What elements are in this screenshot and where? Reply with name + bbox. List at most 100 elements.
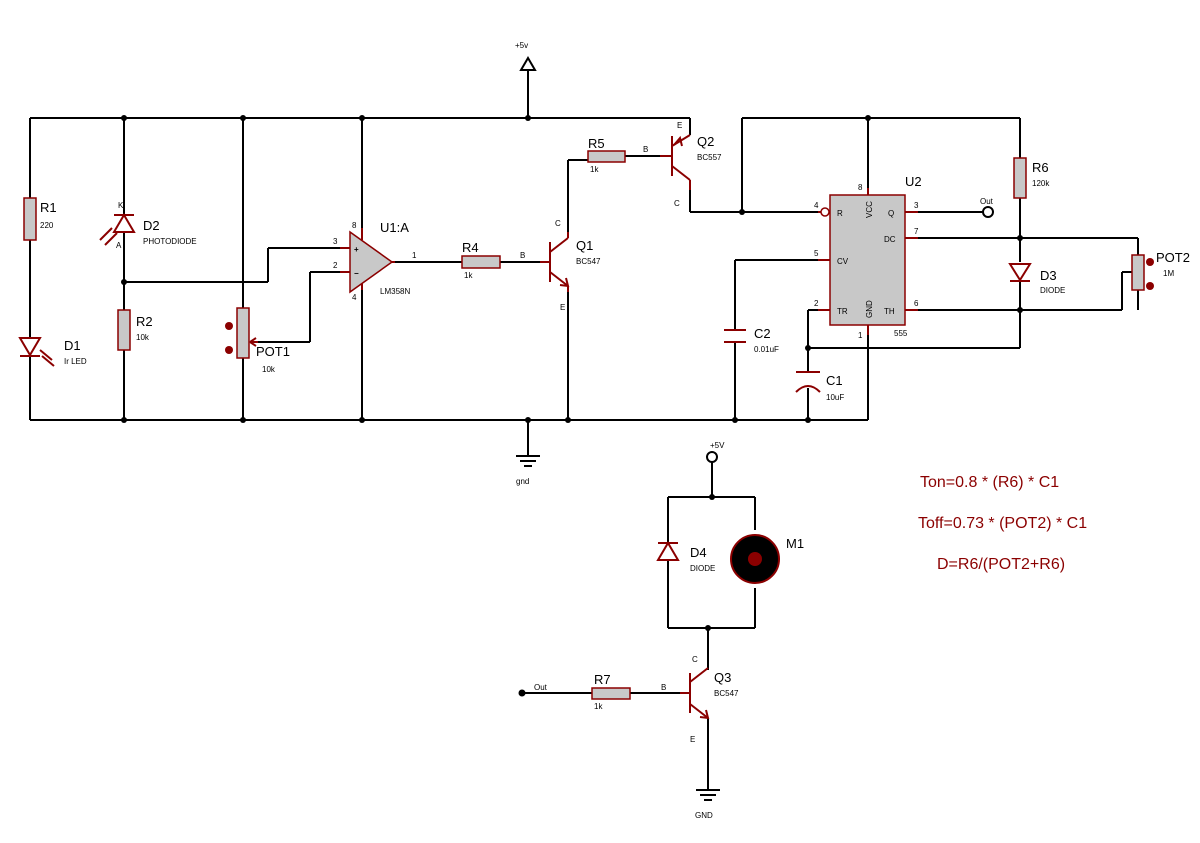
d4-value: DIODE	[690, 564, 715, 573]
pot2-value: 1M	[1163, 269, 1174, 278]
u1-value: LM358N	[380, 287, 410, 296]
u2-num-8: 8	[858, 183, 863, 192]
resistor-r4: R4 1k	[461, 240, 501, 280]
out-input-terminal: Out	[518, 683, 548, 697]
r4-value: 1k	[464, 271, 473, 280]
motor-supply-label: +5V	[710, 441, 725, 450]
d1-value: Ir LED	[64, 357, 87, 366]
transistor-q1: B C E Q1 BC547	[520, 219, 601, 312]
timer-ic-u2: R VCC Q DC CV TR GND TH 4 8 3 7 5 2 6 1 …	[814, 174, 922, 340]
u1-minus: −	[354, 269, 359, 278]
diode-d3: D3 DIODE	[1008, 263, 1065, 295]
r6-ref: R6	[1032, 160, 1049, 175]
u2-ref: U2	[905, 174, 922, 189]
r1-value: 220	[40, 221, 54, 230]
d2-pin-k: K	[118, 201, 124, 210]
u2-pin-r: R	[837, 209, 843, 218]
r4-ref: R4	[462, 240, 479, 255]
r2-ref: R2	[136, 314, 153, 329]
r7-value: 1k	[594, 702, 603, 711]
supply-5v-top: +5v	[515, 41, 537, 71]
r5-ref: R5	[588, 136, 605, 151]
c1-ref: C1	[826, 373, 843, 388]
q3-c: C	[692, 655, 698, 664]
u2-pin-dc: DC	[884, 235, 896, 244]
capacitor-c2: C2 0.01uF	[724, 326, 779, 354]
r6-value: 120k	[1032, 179, 1050, 188]
gnd-symbol-motor: GND	[695, 789, 720, 820]
u1-pin4: 4	[352, 293, 357, 302]
formula-duty: D=R6/(POT2+R6)	[937, 556, 1065, 573]
q3-ref: Q3	[714, 670, 731, 685]
u2-num-4: 4	[814, 201, 819, 210]
q1-ref: Q1	[576, 238, 593, 253]
u2-num-6: 6	[914, 299, 919, 308]
r2-value: 10k	[136, 333, 150, 342]
d3-ref: D3	[1040, 268, 1057, 283]
formulas: Ton=0.8 * (R6) * C1 Toff=0.73 * (POT2) *…	[918, 474, 1087, 573]
opamp-u1: + − 3 2 1 8 4 U1:A LM358N	[333, 220, 417, 302]
r7-ref: R7	[594, 672, 611, 687]
u2-pin-th: TH	[884, 307, 895, 316]
u2-pin-q: Q	[888, 209, 894, 218]
d2-ref: D2	[143, 218, 160, 233]
u2-num-5: 5	[814, 249, 819, 258]
r1-ref: R1	[40, 200, 57, 215]
wires	[29, 70, 1139, 790]
motor-m1: M1	[730, 534, 804, 584]
u1-ref: U1:A	[380, 220, 409, 235]
formula-ton: Ton=0.8 * (R6) * C1	[920, 474, 1059, 491]
out-in-label: Out	[534, 683, 548, 692]
gnd-label: gnd	[516, 477, 529, 486]
q3-b: B	[661, 683, 666, 692]
supply-5v-label: +5v	[515, 41, 528, 50]
q2-c: C	[674, 199, 680, 208]
resistor-r6: R6 120k	[1013, 157, 1050, 199]
c2-value: 0.01uF	[754, 345, 779, 354]
out-terminal: Out	[980, 197, 994, 218]
q1-value: BC547	[576, 257, 601, 266]
u2-pin-gnd: GND	[865, 300, 874, 318]
r5-value: 1k	[590, 165, 599, 174]
formula-toff: Toff=0.73 * (POT2) * C1	[918, 515, 1087, 532]
q2-ref: Q2	[697, 134, 714, 149]
d3-value: DIODE	[1040, 286, 1065, 295]
u2-num-2: 2	[814, 299, 819, 308]
junction-dots	[121, 115, 1023, 631]
u1-pin2: 2	[333, 261, 338, 270]
resistor-r5: R5 1k	[587, 136, 626, 174]
q2-value: BC557	[697, 153, 722, 162]
c1-value: 10uF	[826, 393, 844, 402]
supply-5v-motor: +5V	[706, 441, 725, 463]
q3-value: BC547	[714, 689, 739, 698]
resistor-r1: R1 220	[23, 197, 57, 241]
q1-e: E	[560, 303, 565, 312]
u2-pin-tr: TR	[837, 307, 848, 316]
u2-value: 555	[894, 329, 908, 338]
resistor-r2: R2 10k	[117, 309, 153, 351]
q2-b: B	[643, 145, 648, 154]
pot2-ref: POT2	[1156, 250, 1190, 265]
u2-pin-cv: CV	[837, 257, 849, 266]
u2-num-3: 3	[914, 201, 919, 210]
diode-d4: D4 DIODE	[656, 541, 715, 573]
gnd-symbol-main: gnd	[516, 455, 540, 486]
u1-pin8: 8	[352, 221, 357, 230]
u2-num-1: 1	[858, 331, 863, 340]
q3-e: E	[690, 735, 695, 744]
m1-ref: M1	[786, 536, 804, 551]
d2-pin-a: A	[116, 241, 122, 250]
motor-gnd-label: GND	[695, 811, 713, 820]
c2-ref: C2	[754, 326, 771, 341]
u2-pin-vcc: VCC	[865, 201, 874, 218]
potentiometer-pot2: POT2 1M	[1131, 250, 1190, 291]
q1-b: B	[520, 251, 525, 260]
transistor-q2: B E C Q2 BC557	[643, 121, 722, 208]
resistor-r7: R7 1k	[591, 672, 631, 711]
transistor-q3: B C E Q3 BC547	[661, 655, 739, 744]
u1-plus: +	[354, 245, 359, 254]
photodiode-d2: K A D2 PHOTODIODE	[99, 201, 197, 250]
led-d1: D1 Ir LED	[18, 337, 87, 367]
q2-e: E	[677, 121, 682, 130]
pot1-value: 10k	[262, 365, 276, 374]
